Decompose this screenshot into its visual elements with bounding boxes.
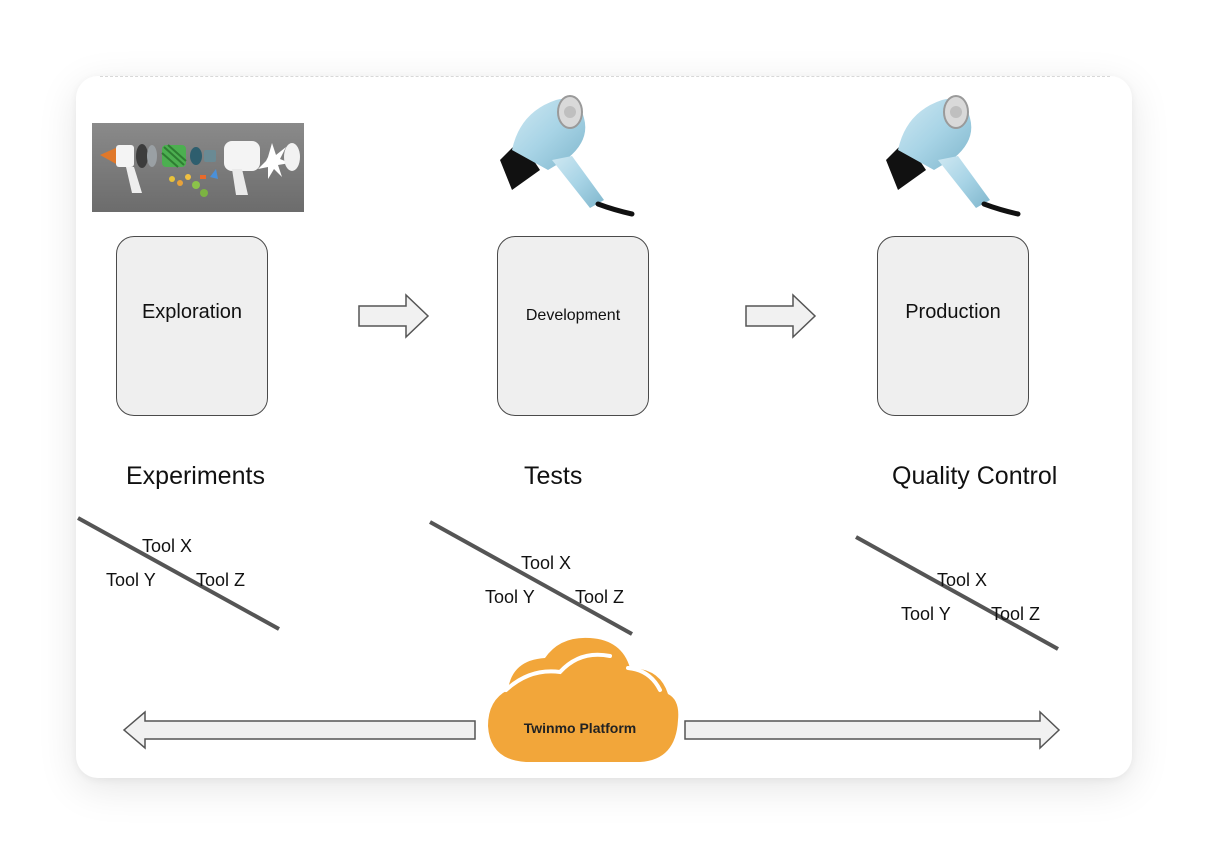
- platform-arrow-right: [684, 710, 1061, 750]
- exploded-hair-dryer-icon: [92, 123, 304, 212]
- stage-label-development: Development: [525, 307, 621, 324]
- cloud-icon: [488, 637, 679, 762]
- stage-label-exploration: Exploration: [141, 301, 243, 323]
- tool-x-label: Tool X: [521, 553, 572, 573]
- platform-arrow-left: [122, 710, 476, 750]
- tool-x-label: Tool X: [937, 570, 988, 590]
- flow-arrow-right: [745, 293, 817, 339]
- tool-z-label: Tool Z: [196, 570, 246, 590]
- flow-arrow-right: [358, 293, 430, 339]
- tool-divider-line: [855, 535, 1059, 651]
- hair-dryer-icon: [500, 95, 635, 217]
- stage-box-exploration: Exploration: [116, 236, 268, 416]
- tool-x-label: Tool X: [142, 536, 193, 556]
- tool-divider-line: [429, 520, 633, 636]
- platform-label: Twinmo Platform: [523, 720, 637, 736]
- hair-dryer-icon: [886, 95, 1021, 217]
- tool-y-label: Tool Y: [485, 587, 535, 607]
- card-divider: [100, 76, 1110, 77]
- tool-z-label: Tool Z: [575, 587, 625, 607]
- phase-label-experiments: Experiments: [126, 462, 265, 490]
- tool-y-label: Tool Y: [901, 604, 951, 624]
- stage-label-production: Production: [905, 301, 1001, 323]
- tool-y-label: Tool Y: [106, 570, 156, 590]
- phase-label-quality-control: Quality Control: [892, 462, 1058, 490]
- stage-box-development: Development: [497, 236, 649, 416]
- tool-z-label: Tool Z: [991, 604, 1041, 624]
- stage-box-production: Production: [877, 236, 1029, 416]
- phase-label-tests: Tests: [524, 462, 583, 490]
- tool-divider-line: [77, 516, 280, 631]
